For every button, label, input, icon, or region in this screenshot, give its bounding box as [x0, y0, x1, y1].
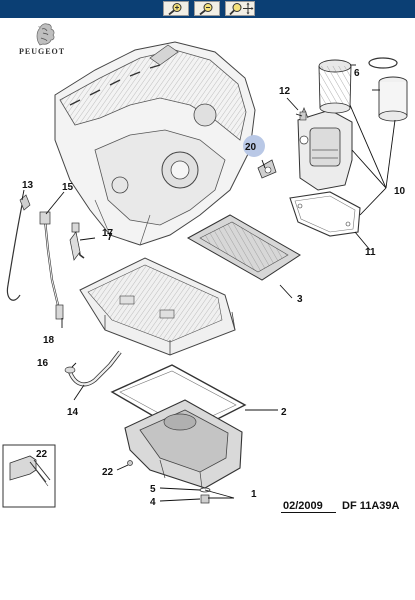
zoom-out-icon — [199, 3, 213, 15]
callout-7: 7 — [107, 232, 113, 243]
diagram-date: 02/2009 — [283, 500, 323, 512]
callout-15: 15 — [62, 182, 74, 193]
oil-filter-cap — [318, 59, 352, 114]
brand-logo — [28, 20, 62, 47]
dipstick-assembly — [6, 194, 85, 320]
seal-ring — [368, 57, 398, 69]
oil-pan — [124, 399, 243, 489]
callout-10: 10 — [394, 186, 406, 197]
callout-16: 16 — [37, 358, 49, 369]
oil-baffle-plate — [186, 214, 301, 281]
oil-pan-bolt — [127, 460, 133, 466]
callout-12: 12 — [279, 86, 291, 97]
callout-6: 6 — [354, 68, 360, 79]
callout-14: 14 — [67, 407, 79, 418]
callout-11: 11 — [365, 247, 376, 258]
pan-zoom-icon — [229, 2, 254, 15]
zoom-in-button[interactable] — [163, 1, 189, 16]
diagram-reference: DF 11A39A — [342, 500, 400, 512]
callout-1: 1 — [251, 489, 257, 500]
lion-logo-icon — [36, 23, 55, 46]
zoom-in-icon — [168, 3, 182, 15]
viewer-toolbar — [0, 0, 415, 18]
engine-block — [54, 41, 256, 246]
callout-17: 17 — [102, 228, 114, 239]
pan-zoom-button[interactable] — [225, 1, 255, 16]
callout-labels: 1 2 3 4 5 6 7 10 11 12 13 14 15 16 17 18… — [22, 68, 406, 508]
brand-name: PEUGEOT — [19, 47, 66, 56]
oil-level-sensor — [69, 231, 81, 261]
callout-22-pan: 22 — [102, 467, 114, 478]
zoom-out-button[interactable] — [194, 1, 220, 16]
bolt-inset-box — [2, 444, 56, 508]
callout-3: 3 — [297, 294, 303, 305]
oil-suction-pipe — [64, 350, 122, 387]
leader-lines — [21, 64, 396, 502]
filter-cap-bolt — [299, 111, 307, 121]
lower-crankcase — [79, 257, 236, 356]
callout-18: 18 — [43, 335, 55, 346]
filter-housing-gasket — [289, 191, 361, 237]
oil-filter-housing — [297, 107, 353, 191]
date-underline — [281, 512, 336, 513]
callout-4: 4 — [150, 497, 156, 508]
callout-13: 13 — [22, 180, 34, 191]
callout-22-inset: 22 — [36, 449, 48, 460]
breather-part — [243, 135, 277, 179]
callout-20: 20 — [245, 142, 257, 153]
oil-filter-element — [378, 76, 408, 122]
callout-2: 2 — [281, 407, 287, 418]
callout-5: 5 — [150, 484, 156, 495]
